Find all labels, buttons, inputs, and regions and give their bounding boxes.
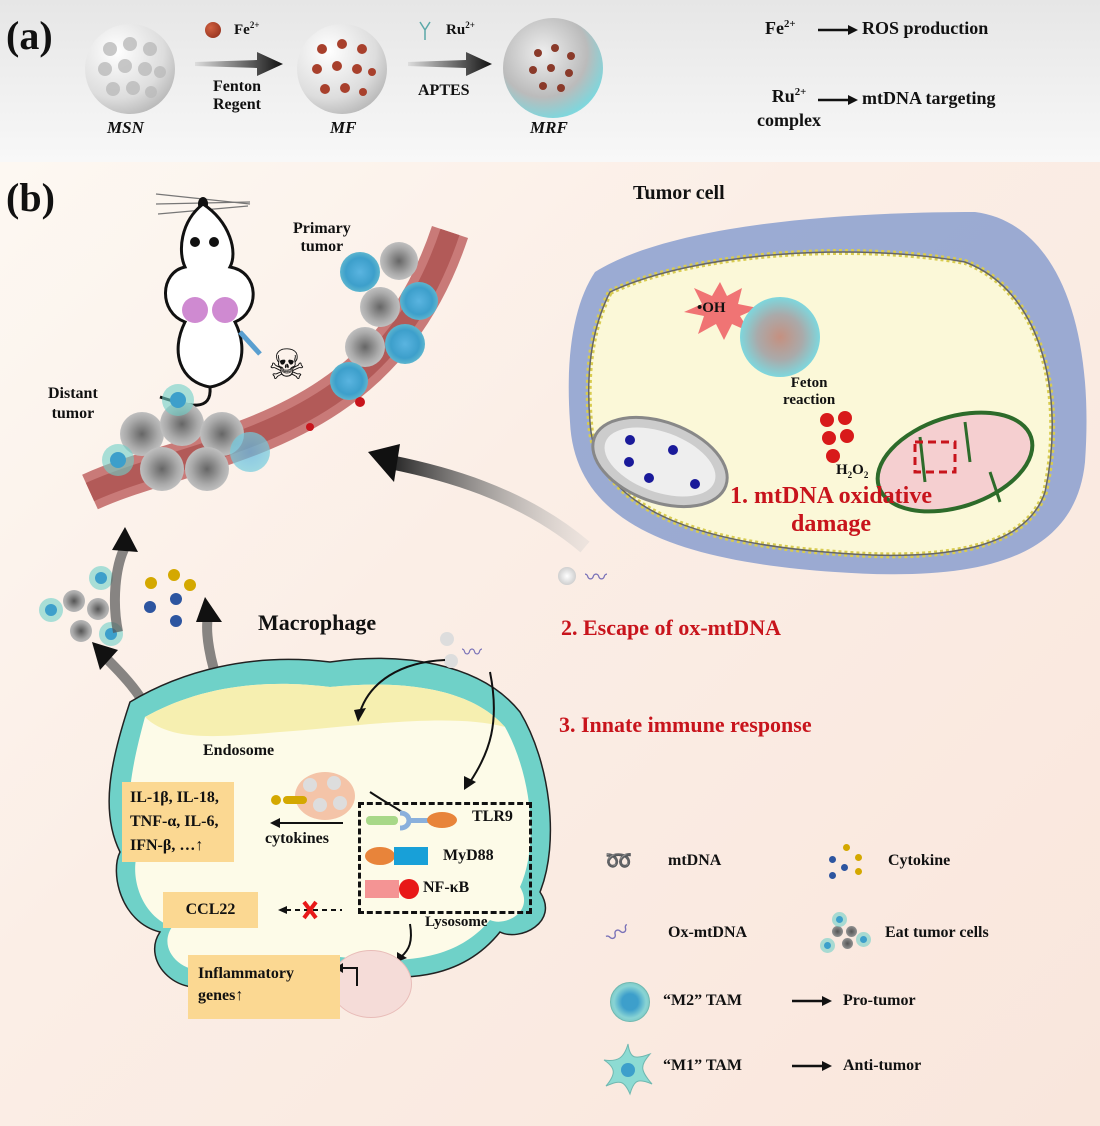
hydroxyl-radical-burst-icon — [684, 282, 758, 340]
eat-tumor-cells-legend-icon — [822, 916, 872, 956]
mrf-label: MRF — [530, 118, 568, 137]
ccl22-blocked-arrow-icon — [278, 900, 342, 920]
endosome-icon — [295, 772, 355, 820]
m2-arrow-icon — [792, 996, 832, 1006]
role-fe-target: ROS production — [862, 18, 989, 38]
mtdna-legend-label: mtDNA — [668, 852, 722, 869]
ru-ligand-icon — [419, 21, 431, 40]
step2-conditions: APTES — [418, 82, 470, 99]
step2-arrow-icon — [408, 52, 492, 76]
eat-tumor-cells-legend-label: Eat tumor cells — [885, 924, 989, 941]
release-arrows-icon — [92, 527, 225, 700]
mtdna-legend-icon: ➿ — [605, 848, 633, 873]
myd88-label: MyD88 — [443, 847, 494, 864]
nfkb-label: NF-κB — [423, 879, 470, 896]
m2-tam-legend-icon — [610, 982, 650, 1022]
gene-transcription-arrow-icon — [335, 963, 358, 986]
cytokine-legend-label: Cytokine — [888, 852, 951, 869]
mrf-with-ions-icon — [740, 297, 820, 377]
ccl22-box: CCL22 — [163, 892, 258, 928]
tlr9-pathway-box — [358, 802, 532, 914]
nfkb-icon — [365, 879, 419, 899]
msn-particle-icon — [85, 24, 175, 114]
role-ru-source: Ru2+ complex — [757, 86, 821, 130]
incoming-ox-mtdna-icon: 〰 — [440, 632, 500, 682]
skull-crossbones-icon: ☠ — [268, 343, 306, 389]
role-ru-target: mtDNA targeting — [862, 88, 996, 108]
distant-tumor-cluster — [100, 382, 280, 512]
role-fe-arrow-icon — [818, 25, 858, 35]
myd88-adaptor-icon — [365, 847, 428, 865]
step1-arrow-icon — [195, 52, 283, 76]
m2-effect-label: Pro-tumor — [843, 992, 916, 1009]
step1-reagent: Fe2+ — [234, 20, 260, 38]
m2-tam-legend-label: “M2” TAM — [663, 992, 742, 1009]
role-fe-source: Fe2+ — [765, 18, 796, 38]
primary-tumor-cluster — [330, 232, 450, 402]
panel-b-label: (b) — [6, 175, 55, 220]
cytokine-capsule-icon — [271, 795, 307, 805]
mrf-particle-icon — [503, 18, 603, 118]
tlr9-label: TLR9 — [472, 808, 513, 825]
mitochondrion-icon — [875, 410, 1035, 514]
m1-eating-tumor-cells-icon — [35, 572, 135, 652]
return-arrow-icon — [368, 444, 590, 553]
inflammatory-genes-box: Inflammatory genes↑ — [188, 955, 340, 1019]
damaged-mitochondrion-icon — [591, 415, 729, 509]
m1-tam-legend-label: “M1” TAM — [663, 1057, 742, 1074]
step3-label: 3. Innate immune response — [559, 712, 812, 737]
h2o2-molecules-icon — [820, 411, 854, 463]
mouse-icon — [155, 193, 262, 407]
tumor-cell-title: Tumor cell — [633, 182, 725, 204]
m1-effect-label: Anti-tumor — [843, 1057, 922, 1074]
role-ru-arrow-icon — [818, 95, 858, 105]
hydroxyl-label: •OH — [697, 300, 726, 316]
macrophage-title: Macrophage — [258, 610, 377, 635]
nucleus-icon — [330, 950, 412, 1018]
fe-ion-icon — [205, 22, 221, 38]
legend: ➿ mtDNA Cytokine 〰 Ox-mtDNA Eat tumor ce… — [600, 842, 1080, 1096]
ox-mtdna-legend-label: Ox-mtDNA — [668, 924, 748, 941]
tlr9-receptor-icon — [366, 810, 457, 831]
escaped-ox-mtdna-icon: 〰 — [585, 565, 608, 590]
ox-mtdna-legend-icon: 〰 — [601, 917, 636, 952]
step2-label: 2. Escape of ox-mtDNA — [561, 615, 781, 640]
m1-tam-legend-icon — [603, 1043, 653, 1096]
escaped-mtdna-vesicle-icon — [558, 567, 576, 585]
endosome-label: Endosome — [203, 742, 275, 759]
cytokine-list-box: IL-1β, IL-18, TNF-α, IL-6, IFN-β, …↑ — [122, 782, 234, 862]
cytokine-legend-icon — [825, 842, 865, 882]
cytokines-label: cytokines — [265, 830, 329, 847]
msn-label: MSN — [107, 118, 144, 137]
released-cytokines-icon — [140, 567, 200, 627]
lysosome-arrow-icon — [397, 923, 412, 962]
lysosome-label: Lysosome — [425, 914, 488, 930]
cytokine-output-arrow-icon — [270, 818, 343, 828]
uptake-arrows-icon — [354, 659, 495, 815]
step2-reagent: Ru2+ — [446, 20, 475, 38]
h2o2-label: H2O2 — [836, 462, 869, 480]
m1-arrow-icon — [792, 1061, 832, 1071]
mf-label: MF — [330, 118, 357, 137]
mf-particle-icon — [297, 24, 387, 114]
panel-a-label: (a) — [6, 13, 53, 58]
